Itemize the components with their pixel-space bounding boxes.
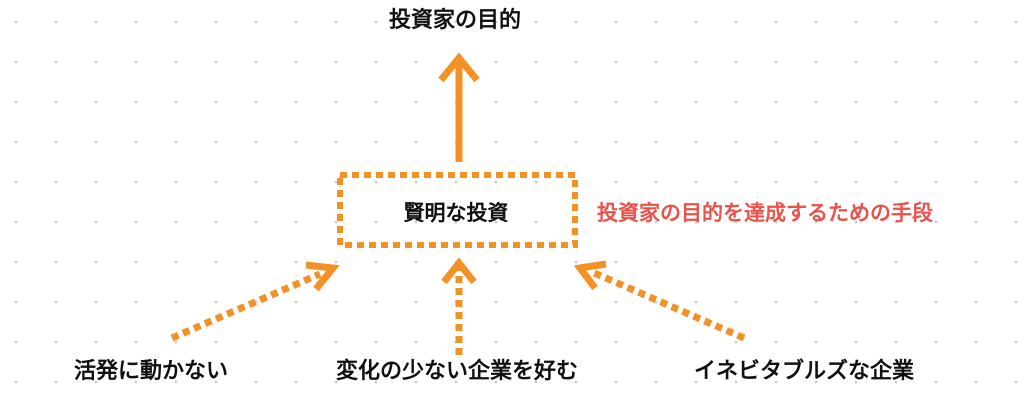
dotted-arrow-right-head [573,260,607,291]
dotted-arrow-center-head [441,257,477,285]
factor-label-2: 変化の少ない企業を好む [335,359,579,384]
dotted-arrow-right [573,260,746,342]
factor-label-3: イネビタブルズな企業 [693,359,915,384]
means-note: 投資家の目的を達成するための手段 [597,201,933,225]
means-dotted-box [337,172,578,248]
factor-label-1: 活発に動かない [73,359,229,384]
dotted-arrow-right-shaft [590,268,746,342]
dotted-arrow-center [441,257,477,355]
solid-arrow-to-goal [438,52,480,162]
solid-arrow-head [438,52,480,83]
goal-label: 投資家の目的 [388,8,522,33]
dotted-arrow-left-head [305,261,340,292]
dotted-arrow-left-shaft [170,270,322,342]
means-label: 賢明な投資 [403,201,509,225]
dotted-arrow-left [170,261,340,342]
